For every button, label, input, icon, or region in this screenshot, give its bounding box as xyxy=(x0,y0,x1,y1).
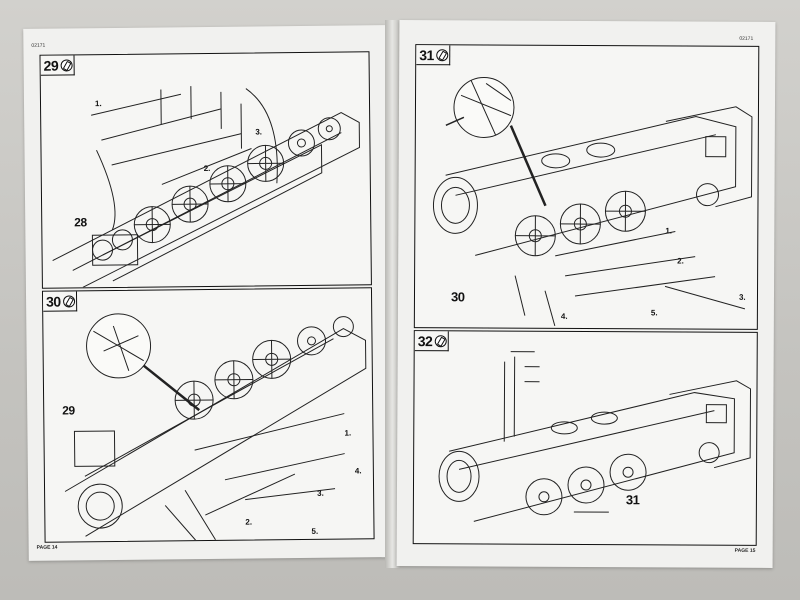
glue-tube-icon xyxy=(62,294,75,308)
step-30-prior-ref: 29 xyxy=(62,403,75,418)
step-30-drawing xyxy=(64,313,367,541)
step-31-substep-3: 3. xyxy=(738,292,746,302)
step-29-substep-3: 3. xyxy=(255,127,263,137)
step-30-substep-1: 1. xyxy=(344,428,352,438)
glue-tube-icon xyxy=(434,334,447,347)
step-32-prior-ref: 31 xyxy=(625,492,640,508)
step-30-substep-5: 5. xyxy=(311,526,319,536)
step-29-substep-2: 2. xyxy=(203,163,211,174)
step-29-badge: 29 xyxy=(40,55,75,76)
step-30-number: 30 xyxy=(45,293,61,310)
step-32-drawing xyxy=(438,351,752,522)
step-31-prior-ref: 30 xyxy=(450,289,465,305)
step-29-panel: 29 28 1. 2. 3. xyxy=(39,51,372,289)
step-32-number: 32 xyxy=(417,332,433,349)
step-31-substep-4: 4. xyxy=(560,311,568,321)
step-31-panel: 31 30 1. 2. 3. 4. 5. xyxy=(413,44,760,330)
step-29-prior-ref: 28 xyxy=(74,215,87,230)
step-32-panel: 32 31 xyxy=(412,330,758,546)
right-page-code: 02171 xyxy=(739,35,754,42)
glue-tube-icon xyxy=(60,58,73,72)
left-page-number: PAGE 14 xyxy=(36,544,58,551)
step-31-drawing xyxy=(432,76,753,326)
glue-tube-icon xyxy=(435,48,448,61)
step-30-substep-3: 3. xyxy=(317,488,324,498)
step-29-drawing xyxy=(52,86,360,288)
step-30-substep-4: 4. xyxy=(354,466,362,476)
step-31-substep-5: 5. xyxy=(650,308,658,318)
step-31-badge: 31 xyxy=(416,45,451,66)
step-31-substep-2: 2. xyxy=(677,256,684,266)
step-31-number: 31 xyxy=(419,46,434,63)
step-30-substep-2: 2. xyxy=(245,517,253,527)
right-page: 02171 xyxy=(396,20,776,568)
step-30-panel: 30 29 1. 2. 3. 4. 5. xyxy=(41,287,375,543)
step-32-badge: 32 xyxy=(414,331,449,352)
step-30-badge: 30 xyxy=(42,291,78,312)
step-31-substep-1: 1. xyxy=(665,226,673,236)
right-page-number: PAGE 15 xyxy=(734,547,756,554)
left-page-code: 02171 xyxy=(31,42,46,49)
left-page: 02171 xyxy=(23,25,391,561)
step-29-number: 29 xyxy=(43,57,59,74)
step-29-substep-1: 1. xyxy=(94,99,102,109)
